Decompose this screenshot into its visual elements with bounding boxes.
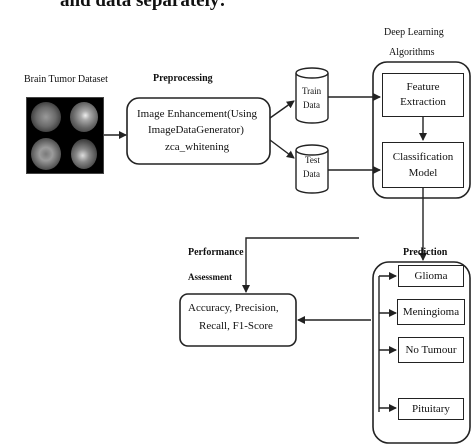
feature-line-1: Feature [406,81,440,93]
metrics-line-2: Recall, F1-Score [199,320,273,332]
mri-image-grid [26,97,104,174]
preprocessing-title: Preprocessing [153,73,213,84]
performance-title-2: Assessment [188,272,232,282]
classification-line-2: Model [408,167,438,179]
train-data-cylinder [295,67,329,124]
classification-model-box: Classification Model [382,142,464,188]
class-meningioma-box: Meningioma [397,299,465,325]
header-fragment: and data separately: [60,0,226,11]
arrow-preprocessing-to-test [269,139,295,159]
prediction-title: Prediction [403,247,448,258]
class-no-tumour-label: No Tumour [405,344,457,356]
mri-scan-1 [28,99,64,135]
test-data-line-1: Test [305,155,320,165]
preprocessing-line-2: ImageDataGenerator) [148,124,244,136]
arrow-preprocessing-to-train [269,100,295,119]
test-data-line-2: Data [303,169,320,179]
class-pituitary-label: Pituitary [412,403,450,415]
classification-line-1: Classification [392,151,454,163]
feature-line-2: Extraction [400,96,446,108]
class-glioma-box: Glioma [398,265,464,287]
preprocessing-line-1: Image Enhancement(Using [137,108,258,120]
deep-learning-title-1: Deep Learning [384,27,444,38]
prediction-container [372,261,471,444]
class-glioma-label: Glioma [414,270,448,282]
train-data-line-2: Data [303,100,320,110]
train-data-line-1: Train [302,86,322,96]
metrics-box [179,293,297,347]
mri-scan-3 [28,136,64,172]
mri-scan-2 [66,99,102,135]
preprocessing-line-3: zca_whitening [165,141,230,153]
feature-extraction-box: Feature Extraction [382,73,464,117]
test-data-cylinder [295,144,329,194]
arrow-prediction-to-performance [242,237,359,293]
performance-title-1: Performance [188,247,244,258]
metrics-line-1: Accuracy, Precision, [188,302,279,314]
mri-scan-4 [66,136,102,172]
class-no-tumour-box: No Tumour [398,337,464,363]
class-meningioma-label: Meningioma [402,306,460,318]
dataset-title: Brain Tumor Dataset [24,74,108,85]
deep-learning-container [372,61,471,199]
deep-learning-title-2: Algorithms [389,47,435,58]
preprocessing-box [126,97,271,165]
class-pituitary-box: Pituitary [398,398,464,420]
